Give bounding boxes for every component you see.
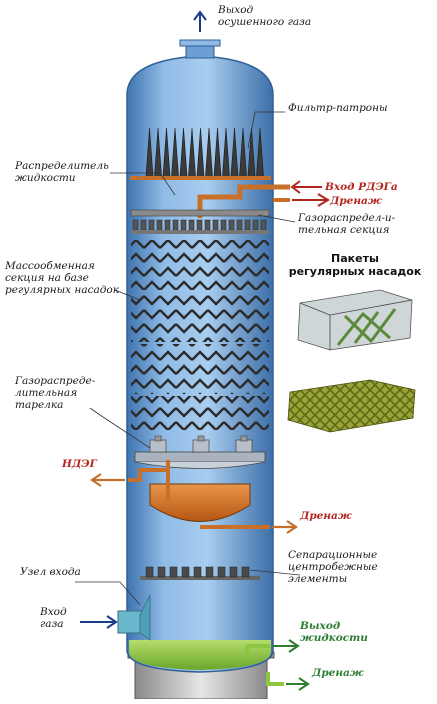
gas-distribution-riser [228,219,235,231]
filter-plate [130,176,271,180]
leader-lines [75,111,301,606]
gas-distribution-riser [172,219,179,231]
centrifugal-element [157,566,166,578]
drain-mid-arrow [272,520,298,534]
drain-bottom-label: Дренаж [312,667,364,679]
gas-distribution-riser [140,219,147,231]
centrifugal-element [229,566,238,578]
bottom-liquid [129,640,271,670]
filter-cartridge [213,127,222,177]
filter-cartridge [171,127,179,177]
gas-inlet-unit [117,594,151,641]
inlet-unit-label: Узел входа [20,566,81,578]
gas-distribution-tray-label: Газораспреде- лительная тарелка [15,375,96,411]
centrifugal-element [169,566,178,578]
packing-title: Пакеты регулярных насадок [288,252,422,278]
top-gas-nozzle [179,39,221,59]
filter-cartridges [145,127,264,177]
filter-cartridge [222,127,230,177]
gas-distribution-section-label: Газораспредел-и- тельная секция [298,212,396,236]
gas-distribution-riser [148,219,155,231]
liquid-out-label: Выход жидкости [300,620,368,644]
drain-top-arrow [292,193,330,207]
centrifugal-element [145,566,154,578]
packing-sample-wire-mesh [287,379,416,433]
gas-distribution-riser [220,219,227,231]
gas-distribution-riser [244,219,251,231]
gas-distribution-riser [252,219,259,231]
gas-distribution-riser [204,219,211,231]
bubble-cap [149,439,167,453]
gas-distribution-plate [131,230,269,234]
centrifugal-element [193,566,202,578]
gas-distribution-section [131,219,269,234]
gas-distribution-riser [236,219,243,231]
centrifugal-element [205,566,214,578]
gas-distribution-riser [188,219,195,231]
gas-distribution-riser [156,219,163,231]
filter-cartridge [154,127,162,177]
centrifugal-separation-elements [140,566,260,580]
centrifugal-element [181,566,190,578]
drain-mid-label: Дренаж [300,510,352,522]
gas-distribution-tray [134,435,266,469]
bubble-cap [192,439,210,453]
mass-exchange-label: Массообменная секция на базе регулярных … [5,260,119,296]
centrifugal-element [241,566,250,578]
filter-cartridge [196,127,205,177]
filter-cartridge [239,127,247,177]
ndeg-label: НДЭГ [62,458,97,470]
gas-in-arrow [80,615,118,629]
filter-cartridge [145,127,154,177]
filter-cartridge [188,127,196,177]
drain-bottom-pipe [266,672,284,686]
gas-distribution-riser [180,219,187,231]
rdeg-in-label: Вход РДЭГа [325,181,398,193]
gas-distribution-riser [132,219,139,231]
liquid-out-pipe [245,644,270,655]
liquid-collector-bowl [128,460,270,529]
liquid-distributor-pipes [130,184,290,218]
gas-distribution-riser [260,219,267,231]
bubble-cap-top [240,435,248,442]
bubble-cap-top [154,435,162,442]
centrifugal-element [217,566,226,578]
gas-distribution-riser [212,219,219,231]
liquid-out-arrow [272,639,300,653]
packing-sample-sheet-metal [297,289,413,351]
filter-cartridge [162,127,171,177]
drain-top-label: Дренаж [330,195,382,207]
gas-in-label: Вход газа [40,606,67,630]
filter-cartridge [179,127,188,177]
bubble-cap-top [197,435,205,442]
filter-label: Фильтр-патроны [288,102,388,114]
separation-plate [140,576,260,580]
drain-bottom-arrow [286,677,310,691]
liquid-distributor-label: Распределитель жидкости [15,160,109,184]
gas-out-label: Выход осушенного газа [218,4,312,28]
separation-elements-label: Сепарационные центробежные элементы [288,549,378,585]
gas-out-arrow [193,10,207,32]
filter-cartridge [256,127,264,177]
ndeg-arrow [90,473,125,487]
rdeg-in-arrow [290,180,322,194]
bubble-cap [235,439,253,453]
gas-distribution-riser [196,219,203,231]
filter-cartridge [205,127,213,177]
gas-distribution-riser [164,219,171,231]
filter-cartridge [230,127,239,177]
structured-packing [131,240,269,430]
